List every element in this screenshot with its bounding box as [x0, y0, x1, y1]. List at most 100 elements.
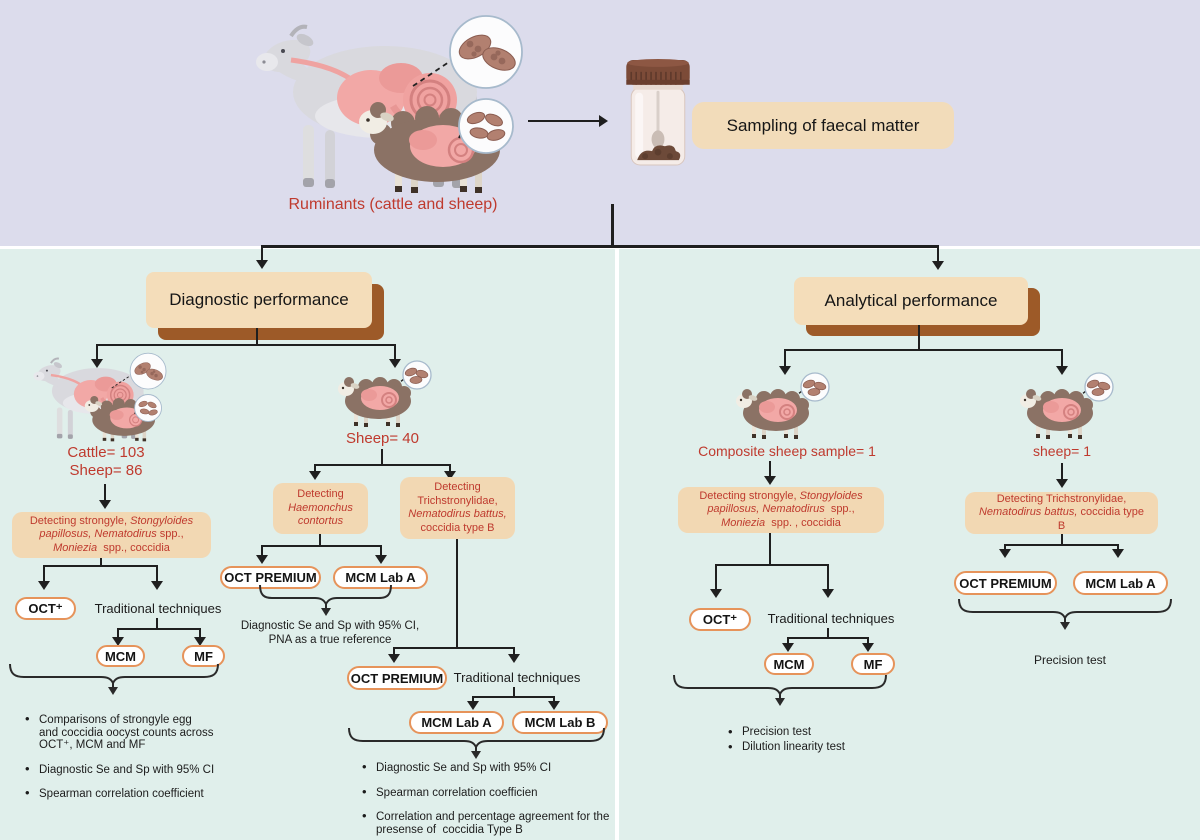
analytical-title-box: Analytical performance [794, 277, 1028, 325]
cattle-arrow [104, 484, 106, 501]
traditional-label-3: Traditional techniques [767, 611, 895, 626]
single-sheep-count: sheep= 1 [1033, 443, 1091, 459]
drop-traditional2 [513, 647, 515, 655]
trich-box: Detecting Trichstronylidae, Nematodirus … [400, 477, 515, 539]
arrowhead-octpremium [256, 555, 268, 564]
arrowhead-cattle [91, 359, 103, 368]
diag-drop-sheep [394, 344, 396, 360]
composite-brace [673, 674, 887, 706]
trad2-stub [513, 687, 515, 698]
drop-mcmlaba [380, 545, 382, 556]
mcm-pill: MCM [96, 645, 145, 667]
bullet-item: Spearman correlation coefficient [25, 787, 225, 801]
mcm-pill-2: MCM [764, 653, 814, 675]
single-detect-box: Detecting Trichstronylidae, Nematodirus … [965, 492, 1158, 534]
bullet-item: Dilution linearity test [728, 740, 898, 754]
arrowhead-composite [779, 366, 791, 375]
trich-brace [348, 727, 605, 759]
diag-split [97, 344, 396, 346]
cattle-outcome-bullets: Comparisons of strongyle egg and coccidi… [25, 713, 225, 813]
drop-traditional3 [827, 564, 829, 590]
drop-mcmlaba2 [472, 696, 474, 702]
sheep40-illustration [338, 360, 434, 430]
ana-drop-single [1061, 349, 1063, 367]
arrowhead-mf [194, 637, 206, 646]
oct-premium-pill-2: OCT PREMIUM [347, 666, 447, 690]
drop-mf2 [867, 637, 869, 644]
pna-note: Diagnostic Se and Sp with 95% CI, PNA as… [240, 620, 420, 646]
trad3-stub [827, 628, 829, 639]
haemonchus-box: Detecting Haemonchus contortus [273, 483, 368, 534]
arrowhead-mcm [112, 637, 124, 646]
cattle-arrowhead [99, 500, 111, 509]
split-line [262, 245, 939, 248]
mcm-lab-a-pill-2: MCM Lab A [409, 711, 504, 734]
cattle-detect-stub [100, 558, 102, 567]
drop-mcm2 [787, 637, 789, 644]
cattle-sheep-illustration [245, 10, 530, 194]
mf-pill-2: MF [851, 653, 895, 675]
mcm-lab-a-pill: MCM Lab A [333, 566, 428, 589]
arrowhead-mcmlaba [375, 555, 387, 564]
analytical-title: Analytical performance [824, 291, 998, 310]
bullet-item: Spearman correlation coefficien [362, 786, 617, 800]
mcm-lab-b-pill: MCM Lab B [512, 711, 608, 734]
composite-count: Composite sheep sample= 1 [698, 443, 876, 459]
single-split [1005, 544, 1119, 546]
oct-pill-2: OCT⁺ [689, 608, 751, 631]
sheep40-count: Sheep= 40 [346, 430, 419, 447]
trad-split [118, 628, 201, 630]
single-sheep-illustration [1020, 372, 1116, 442]
haemonchus-brace [259, 584, 392, 616]
composite-split [716, 564, 829, 566]
arrowhead-mcmlaba3 [1112, 549, 1124, 558]
arrowhead-sheep40 [389, 359, 401, 368]
arrow-to-jar [528, 120, 600, 122]
drop-right [937, 245, 939, 262]
drop-mf [199, 628, 201, 638]
arrowhead-mcmlabb [548, 701, 560, 710]
bullet-item: Diagnostic Se and Sp with 95% CI [25, 763, 225, 777]
sampling-label-box: Sampling of faecal matter [692, 102, 954, 149]
haem-stub [319, 534, 321, 547]
oct-premium-pill-3: OCT PREMIUM [954, 571, 1057, 595]
composite-outcome-bullets: Precision test Dilution linearity test [728, 725, 898, 756]
arrowhead-octpremium3 [999, 549, 1011, 558]
drop-octpremium2 [393, 647, 395, 655]
arrowhead-traditional3 [822, 589, 834, 598]
ana-stub [918, 325, 920, 351]
traditional-label-2: Traditional techniques [453, 670, 581, 685]
bullet-item: Comparisons of strongyle egg and coccidi… [25, 713, 214, 752]
arrowhead-trich [444, 471, 456, 480]
cattle-detect-box: Detecting strongyle, Stongyloides papill… [12, 512, 211, 558]
drop-left [261, 245, 263, 261]
sampling-label: Sampling of faecal matter [726, 115, 920, 135]
arrowhead-mcmlaba2 [467, 701, 479, 710]
ana-split [785, 349, 1063, 351]
trad-stub [156, 618, 158, 630]
diagnostic-title: Diagnostic performance [169, 290, 349, 309]
drop-oct2 [715, 564, 717, 590]
trad3-split [788, 637, 869, 639]
cattle-brace [9, 663, 219, 695]
oct-pill: OCT⁺ [15, 597, 76, 620]
single-brace [958, 598, 1172, 630]
arrowhead-octpremium2 [388, 654, 400, 663]
composite-arrowhead [764, 476, 776, 485]
composite-arrow [769, 461, 771, 477]
sheep40-outcome-bullets: Diagnostic Se and Sp with 95% CI Spearma… [362, 761, 617, 840]
cattle-methods-split [44, 565, 158, 567]
trad2-split [473, 696, 555, 698]
mf-pill: MF [182, 645, 225, 667]
trich-split [394, 647, 515, 649]
bullet-item: Diagnostic Se and Sp with 95% CI [362, 761, 617, 775]
composite-sheep-illustration [736, 372, 832, 442]
ana-drop-composite [784, 349, 786, 367]
arrowhead-traditional2 [508, 654, 520, 663]
arrowhead-traditional [151, 581, 163, 590]
drop-mcmlabb [553, 696, 555, 702]
arrowhead-mf2 [862, 643, 874, 652]
trich-long-stub [456, 539, 458, 649]
drop-octpremium3 [1004, 544, 1006, 550]
